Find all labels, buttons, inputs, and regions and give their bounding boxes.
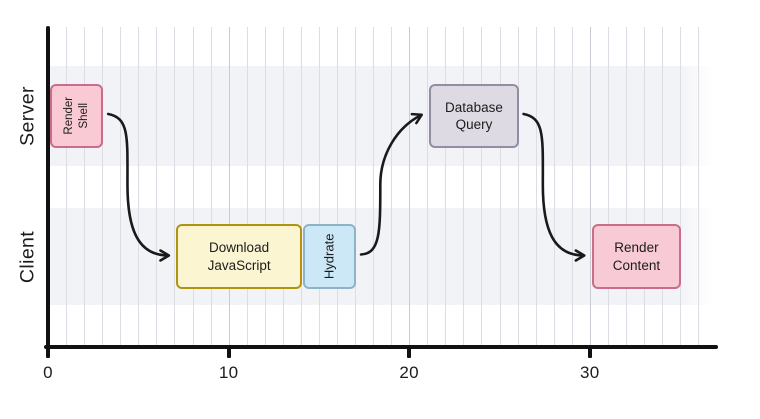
- gridline-minor: [192, 27, 194, 345]
- row-label-client: Client: [16, 230, 39, 283]
- gridline-minor: [300, 27, 302, 345]
- gridline-minor: [66, 27, 68, 345]
- gridline-major: [409, 27, 411, 345]
- gridline-minor: [337, 27, 338, 345]
- x-axis-tick: [587, 347, 592, 358]
- gridline-minor: [607, 27, 609, 345]
- x-tick-label-20: 20: [399, 363, 419, 382]
- gridline-minor: [156, 27, 158, 345]
- gridline-minor: [698, 27, 700, 345]
- gridline-major: [589, 27, 591, 345]
- gridline-minor: [535, 27, 537, 345]
- gridline-minor: [644, 27, 645, 345]
- gridline-minor: [210, 27, 212, 345]
- y-axis-line: [46, 26, 50, 349]
- gridline-minor: [84, 27, 86, 345]
- gridline-minor: [445, 27, 447, 345]
- gridline-minor: [463, 27, 465, 345]
- gridline-minor: [355, 27, 356, 345]
- x-axis-tick: [407, 347, 412, 358]
- x-axis-line: [44, 345, 718, 349]
- gridline-minor: [571, 27, 573, 345]
- x-tick-label-30: 30: [580, 363, 600, 382]
- gridline-major: [228, 27, 230, 345]
- gridline-minor: [427, 27, 429, 345]
- gridline-minor: [680, 27, 682, 345]
- x-axis-tick: [46, 347, 50, 358]
- gridline-minor: [246, 27, 248, 345]
- x-tick-label-10: 10: [218, 363, 239, 382]
- gridline-minor: [120, 27, 122, 345]
- gridline-minor: [264, 27, 266, 345]
- x-tick-label-0: 0: [43, 363, 53, 382]
- row-label-server: Server: [16, 86, 39, 146]
- gridline-minor: [517, 27, 519, 345]
- gridline-minor: [391, 27, 393, 345]
- gridline-minor: [662, 27, 663, 345]
- gridline-minor: [625, 27, 627, 345]
- gridline-minor: [282, 27, 284, 345]
- gridline-minor: [318, 27, 320, 345]
- gridline-minor: [373, 27, 375, 345]
- gridline-minor: [553, 27, 555, 345]
- gridline-minor: [138, 27, 140, 345]
- task-label-hydrate: Hydrate: [321, 233, 337, 280]
- gridline-minor: [102, 27, 104, 345]
- server-row-band: [48, 66, 713, 166]
- task-box-hydrate: Hydrate: [302, 224, 356, 289]
- gridline-minor: [481, 27, 483, 345]
- gridline-minor: [174, 27, 176, 345]
- x-axis-tick: [226, 347, 231, 358]
- gridline-minor: [499, 27, 501, 345]
